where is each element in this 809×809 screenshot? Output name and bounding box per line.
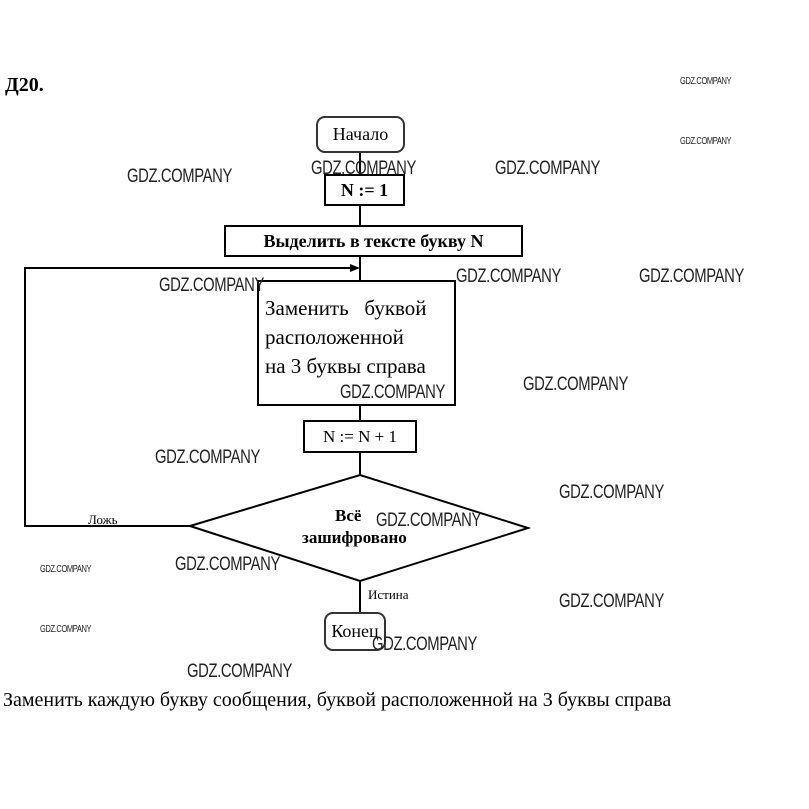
watermark: GDZ.COMPANY (559, 591, 664, 612)
init-block: N := 1 (324, 174, 405, 206)
arrow-head-icon (350, 264, 360, 272)
watermark: GDZ.COMPANY (523, 374, 628, 395)
select-label: Выделить в тексте букву N (263, 230, 484, 251)
end-label: Конец (331, 621, 379, 641)
condition-line-1: Всё (335, 506, 362, 525)
watermark: GDZ.COMPANY (155, 447, 260, 468)
watermark: GDZ.COMPANY (680, 76, 732, 87)
end-terminal: Конец (324, 612, 386, 651)
condition-line-2: зашифровано (302, 528, 407, 547)
true-branch-label: Истина (368, 587, 409, 602)
watermark: GDZ.COMPANY (40, 624, 92, 635)
task-number: Д20. (5, 74, 44, 96)
false-branch-label: Ложь (88, 512, 118, 527)
watermark: GDZ.COMPANY (559, 482, 664, 503)
loop-back-line (24, 267, 352, 527)
replace-line-1: Заменить буквой (265, 296, 427, 320)
select-block: Выделить в тексте букву N (224, 225, 523, 257)
watermark: GDZ.COMPANY (159, 275, 264, 296)
watermark: GDZ.COMPANY (175, 554, 280, 575)
watermark: GDZ.COMPANY (372, 634, 477, 655)
watermark: GDZ.COMPANY (495, 158, 600, 179)
replace-line-2: расположенной (265, 325, 404, 349)
watermark: GDZ.COMPANY (127, 166, 232, 187)
watermark: GDZ.COMPANY (340, 382, 445, 403)
watermark: GDZ.COMPANY (376, 510, 481, 531)
caption: Заменить каждую букву сообщения, буквой … (3, 689, 672, 711)
watermark: GDZ.COMPANY (311, 158, 416, 179)
replace-block: Заменить буквой расположенной на 3 буквы… (257, 280, 456, 406)
start-label: Начало (332, 124, 389, 144)
condition-diamond (186, 473, 532, 583)
init-label: N := 1 (340, 179, 389, 200)
watermark: GDZ.COMPANY (456, 266, 561, 287)
start-terminal: Начало (316, 116, 405, 153)
increment-label: N := N + 1 (323, 426, 397, 446)
increment-block: N := N + 1 (303, 420, 417, 453)
watermark: GDZ.COMPANY (187, 661, 292, 682)
replace-line-3: на 3 буквы справа (265, 354, 426, 378)
watermark: GDZ.COMPANY (680, 136, 732, 147)
watermark: GDZ.COMPANY (639, 266, 744, 287)
watermark: GDZ.COMPANY (40, 564, 92, 575)
